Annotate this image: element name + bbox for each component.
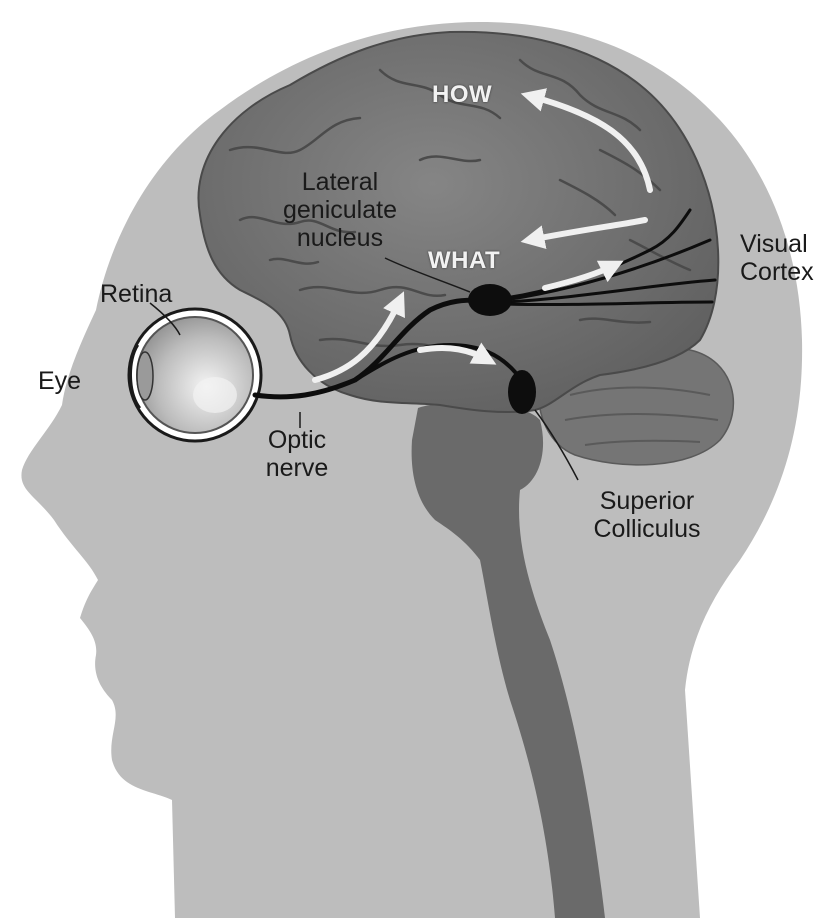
visual-cortex-label: Visual Cortex [740,230,814,286]
lgn-label-line3: nucleus [270,224,410,252]
visual-cortex-line2: Cortex [740,258,814,286]
optic-nerve-line1: Optic [252,426,342,454]
optic-nerve-line2: nerve [252,454,342,482]
lgn-label-line2: geniculate [270,196,410,224]
how-label: HOW [432,81,492,109]
visual-cortex-line1: Visual [740,230,814,258]
retina-label: Retina [100,280,172,308]
lgn-label-line1: Lateral [270,168,410,196]
superior-colliculus-line2: Colliculus [572,515,722,543]
what-label: WHAT [428,247,500,275]
optic-nerve-label: Optic nerve [252,426,342,482]
eye-icon [129,309,261,441]
eye-label: Eye [38,367,81,395]
superior-colliculus-line1: Superior [572,487,722,515]
lgn-nucleus [468,284,512,316]
superior-colliculus-label: Superior Colliculus [572,487,722,543]
superior-colliculus-nucleus [508,370,536,414]
lgn-label: Lateral geniculate nucleus [270,168,410,252]
